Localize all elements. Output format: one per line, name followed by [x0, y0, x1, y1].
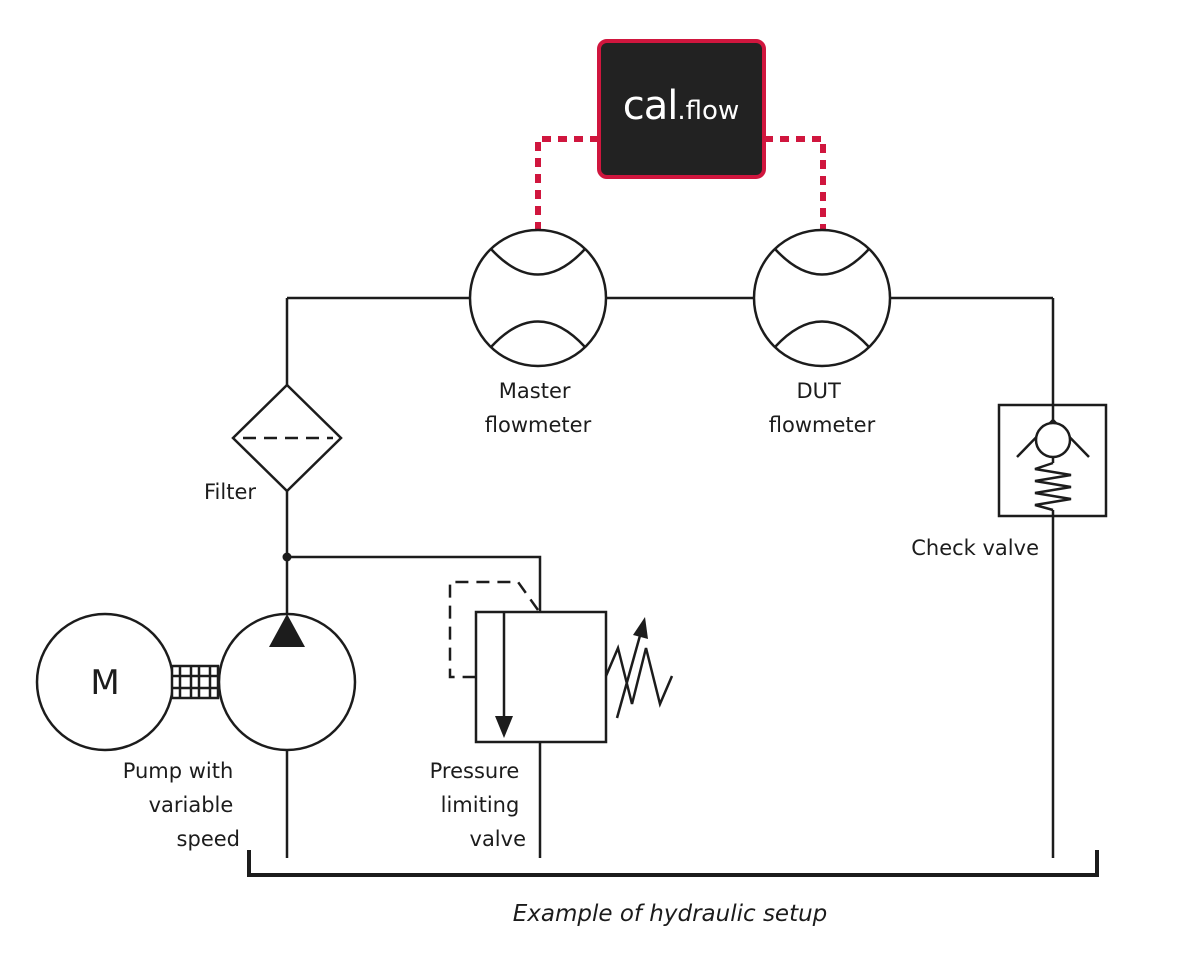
master-flowmeter-label: Master flowmeter	[485, 379, 592, 437]
pump-icon	[217, 612, 357, 752]
filter-icon	[231, 383, 343, 493]
circuit-lines	[285, 296, 1055, 858]
master-flowmeter-icon	[468, 228, 608, 368]
check-valve-icon	[997, 403, 1108, 518]
check-valve-label: Check valve	[911, 536, 1039, 560]
diagram-caption: Example of hydraulic setup	[513, 901, 828, 927]
pump-label: Pump with variable speed	[123, 759, 240, 851]
shaft-coupling-icon	[170, 664, 220, 700]
logo-text: cal.flow	[623, 83, 739, 129]
dut-flowmeter-label: DUT flowmeter	[769, 379, 876, 437]
filter-label: Filter	[204, 480, 256, 504]
pressure-valve-label: Pressure limiting valve	[430, 759, 526, 851]
junction-dot	[282, 552, 292, 562]
pressure-limiting-valve-icon	[448, 580, 674, 744]
tank-symbol	[247, 850, 1099, 877]
signal-lines	[535, 136, 826, 230]
motor-icon: M	[35, 612, 175, 752]
dut-flowmeter-icon	[752, 228, 892, 368]
motor-label: M	[90, 663, 119, 703]
cal-flow-logo: cal.flow	[597, 39, 766, 179]
